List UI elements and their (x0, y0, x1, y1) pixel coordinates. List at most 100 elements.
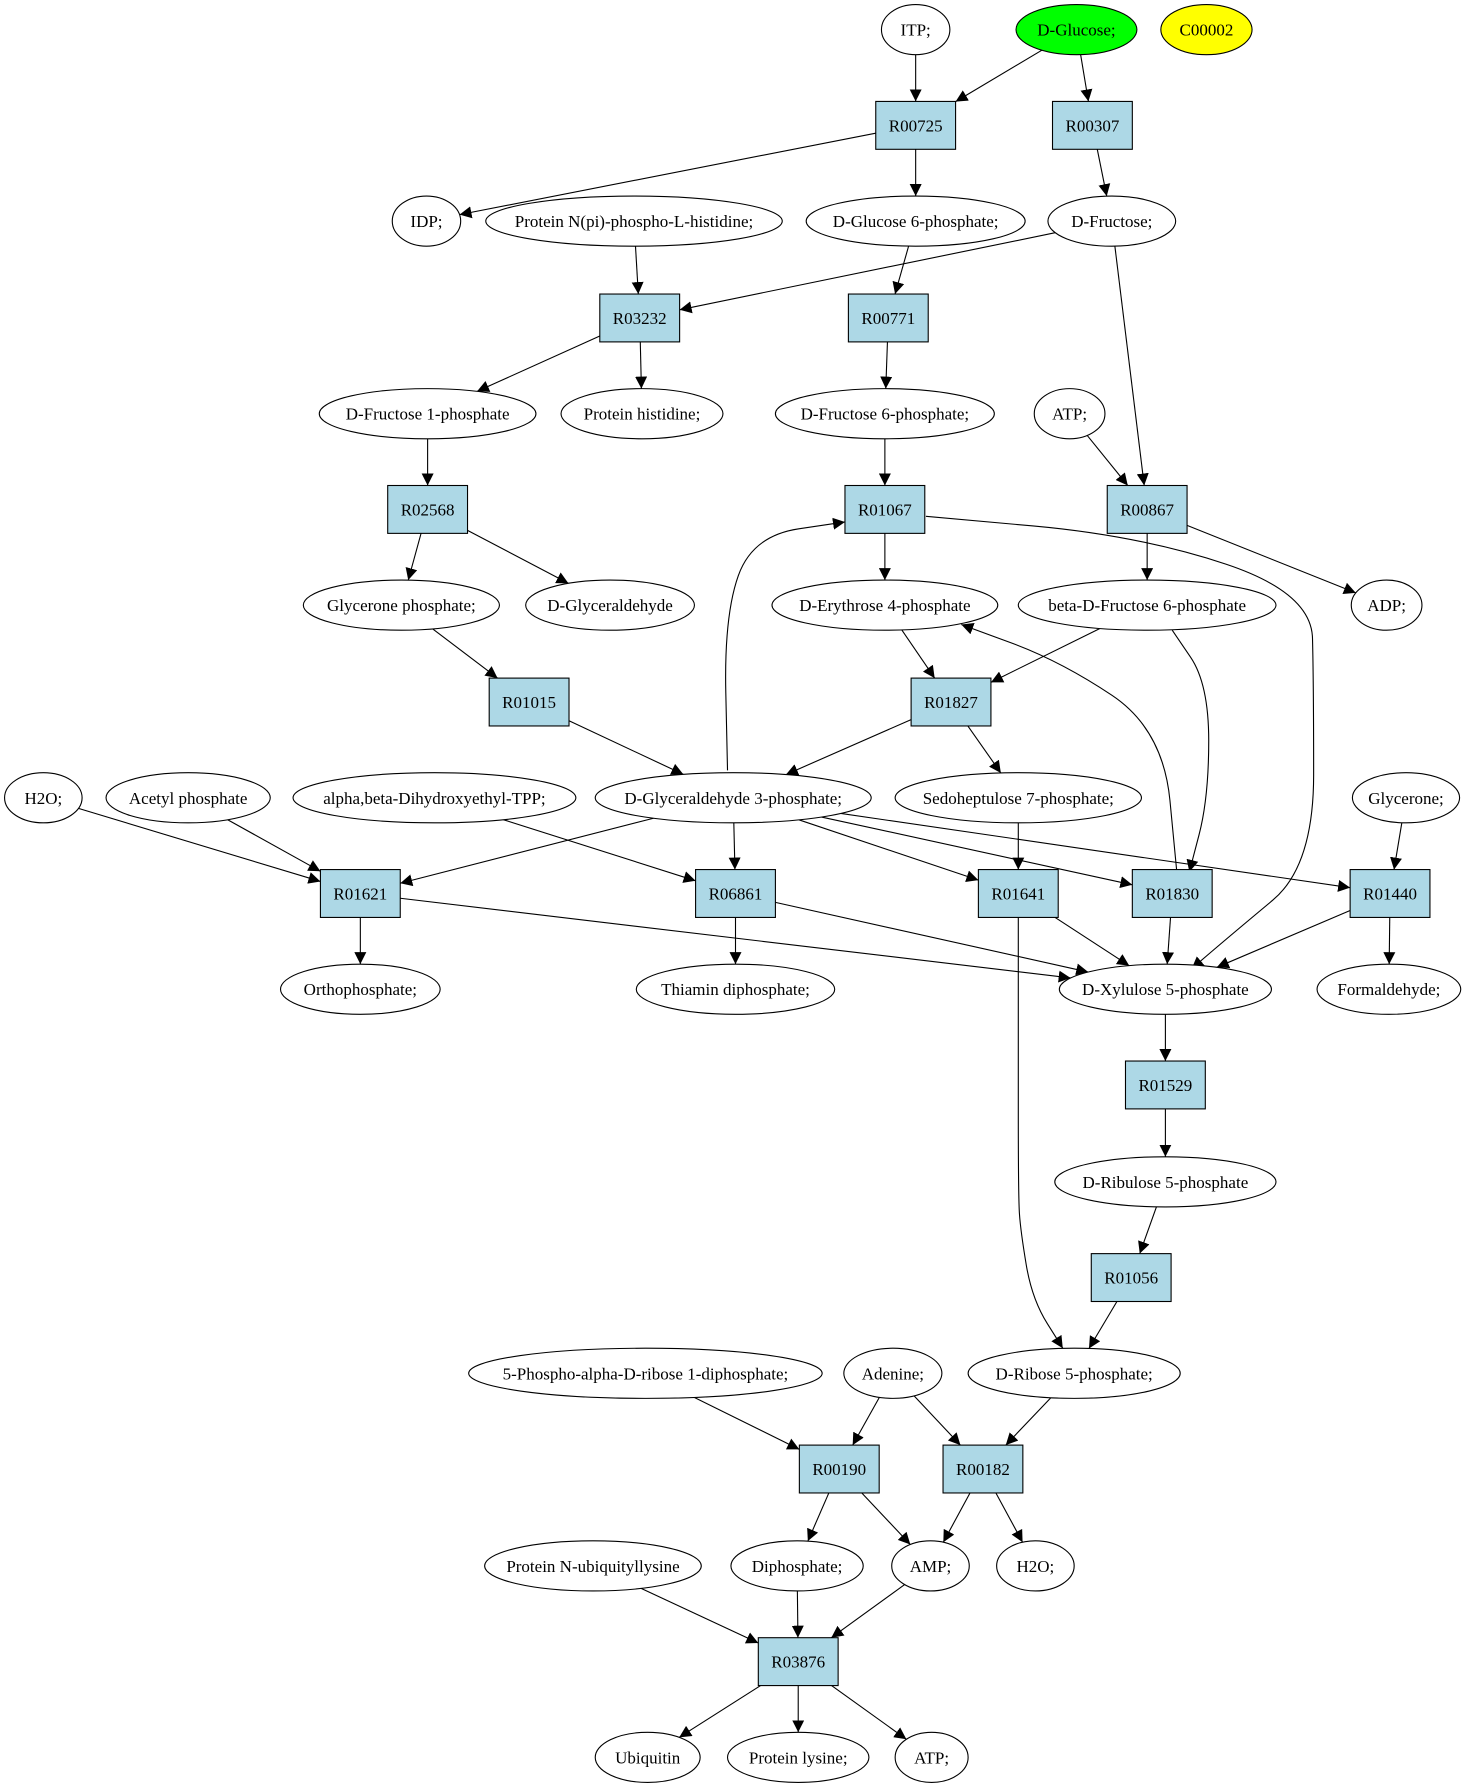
node-label: D-Glucose; (1037, 21, 1115, 40)
compound-node-bdf6p[interactable]: beta-D-Fructose 6-phosphate (1017, 579, 1277, 631)
node-label: Adenine; (862, 1364, 924, 1383)
compound-node-ortho[interactable]: Orthophosphate; (279, 963, 441, 1015)
compound-node-df1p[interactable]: D-Fructose 1-phosphate (318, 388, 537, 440)
reaction-node-r01830[interactable]: R01830 (1131, 869, 1213, 918)
edge-R01830-to-DE4P (961, 623, 1178, 872)
reaction-node-r02568[interactable]: R02568 (387, 484, 469, 534)
compound-ellipse (318, 388, 537, 440)
compound-ellipse (594, 1731, 701, 1783)
compound-node-df6p[interactable]: D-Fructose 6-phosphate; (774, 388, 995, 440)
reaction-node-r00307[interactable]: R00307 (1051, 100, 1133, 150)
node-label: R02568 (401, 500, 455, 519)
compound-node-dglucose[interactable]: D-Glucose; (1015, 4, 1138, 56)
node-label: Formaldehyde; (1337, 980, 1440, 999)
edge-R00867-to-ADP (1186, 524, 1357, 594)
compound-node-adp[interactable]: ADP; (1350, 579, 1423, 631)
reaction-node-r00771[interactable]: R00771 (847, 293, 929, 343)
compound-node-dx5p[interactable]: D-Xylulose 5-phosphate (1058, 963, 1272, 1015)
compound-node-prpp[interactable]: 5-Phospho-alpha-D-ribose 1-diphosphate; (468, 1347, 823, 1399)
compound-node-diphos[interactable]: Diphosphate; (730, 1540, 864, 1592)
compound-node-prothis[interactable]: Protein histidine; (560, 388, 724, 440)
node-label: R03876 (771, 1653, 825, 1672)
node-label: Protein N(pi)-phospho-L-histidine; (515, 212, 753, 231)
compound-node-thdp[interactable]: Thiamin diphosphate; (635, 963, 836, 1015)
edge-R03232-to-DF1P (476, 335, 601, 392)
compound-ellipse (805, 195, 1026, 247)
edge-DFru-to-R00867 (1114, 246, 1149, 486)
reaction-node-r00190[interactable]: R00190 (798, 1444, 880, 1494)
reaction-node-r01056[interactable]: R01056 (1090, 1253, 1172, 1303)
compound-ellipse (560, 388, 724, 440)
edge-R01827-to-DG3P (785, 719, 912, 776)
compound-ellipse (391, 195, 462, 247)
compound-node-h2o1[interactable]: H2O; (4, 772, 83, 824)
compound-node-dr5p[interactable]: D-Ribose 5-phosphate; (967, 1347, 1181, 1399)
reaction-box (319, 869, 401, 918)
compound-node-de4p[interactable]: D-Erythrose 4-phosphate (771, 579, 999, 631)
node-label: D-Ribose 5-phosphate; (996, 1364, 1153, 1383)
node-label: H2O; (24, 789, 62, 808)
compound-node-atp1[interactable]: ATP; (1033, 388, 1106, 440)
node-label: D-Fructose; (1071, 212, 1152, 231)
reaction-box (599, 293, 681, 343)
compound-node-protnubi[interactable]: Protein N-ubiquityllysine (484, 1540, 702, 1592)
compound-node-dfru[interactable]: D-Fructose; (1047, 195, 1177, 247)
compound-node-adhe[interactable]: alpha,beta-Dihydroxyethyl-TPP; (292, 772, 577, 824)
compound-node-atp2[interactable]: ATP; (894, 1731, 969, 1783)
reaction-node-r01440[interactable]: R01440 (1349, 869, 1431, 918)
reaction-node-r03232[interactable]: R03232 (599, 293, 681, 343)
reaction-node-r00867[interactable]: R00867 (1106, 484, 1188, 534)
edge-DG3P-to-R01641 (798, 819, 979, 882)
edge-bDF6P-to-R01830 (1171, 629, 1210, 872)
compound-node-protlys[interactable]: Protein lysine; (726, 1731, 870, 1783)
edge-R03232-to-ProtHis (635, 341, 648, 389)
compound-ellipse (1054, 1156, 1277, 1208)
compound-node-dg6p[interactable]: D-Glucose 6-phosphate; (805, 195, 1026, 247)
edge-R03876-to-ATP2 (831, 1685, 907, 1740)
reaction-node-r00725[interactable]: R00725 (875, 100, 957, 150)
reaction-node-r01067[interactable]: R01067 (844, 484, 926, 534)
reaction-box (844, 484, 926, 534)
compound-node-glyp[interactable]: Glycerone phosphate; (302, 579, 501, 631)
compound-node-itp[interactable]: ITP; (880, 4, 951, 56)
compound-node-acp[interactable]: Acetyl phosphate (105, 772, 271, 824)
edge-Adenine-to-R00182 (913, 1395, 961, 1446)
compound-node-c00002[interactable]: C00002 (1160, 4, 1253, 56)
edge-Glycerone-to-R01440 (1390, 822, 1403, 870)
compound-node-h2o2[interactable]: H2O; (996, 1540, 1075, 1592)
compound-node-adenine[interactable]: Adenine; (843, 1347, 943, 1399)
compound-node-formal[interactable]: Formaldehyde; (1316, 963, 1462, 1015)
compound-node-amp[interactable]: AMP; (891, 1540, 970, 1592)
node-label: R01015 (502, 693, 556, 712)
compound-node-protnpi[interactable]: Protein N(pi)-phospho-L-histidine; (485, 195, 783, 247)
edge-R02568-to-GlyP (405, 533, 422, 581)
node-label: R01641 (991, 885, 1045, 904)
node-label: R01056 (1104, 1269, 1158, 1288)
reaction-node-r01641[interactable]: R01641 (977, 869, 1059, 918)
reaction-node-r01621[interactable]: R01621 (319, 869, 401, 918)
compound-node-glycerone[interactable]: Glycerone; (1351, 772, 1461, 824)
reaction-box (1051, 100, 1133, 150)
reaction-node-r00182[interactable]: R00182 (942, 1444, 1024, 1494)
edge-R06861-to-DX5P (775, 901, 1089, 976)
reaction-box (1106, 484, 1188, 534)
compound-node-dg3p[interactable]: D-Glyceraldehyde 3-phosphate; (594, 772, 872, 824)
reaction-box (1349, 869, 1431, 918)
compound-node-dru5p[interactable]: D-Ribulose 5-phosphate (1054, 1156, 1277, 1208)
reaction-node-r03876[interactable]: R03876 (757, 1637, 839, 1687)
compound-node-ubiq[interactable]: Ubiquitin (594, 1731, 701, 1783)
compound-ellipse (485, 195, 783, 247)
edge-R00725-to-IDP (459, 132, 876, 219)
reaction-node-r01015[interactable]: R01015 (488, 677, 570, 727)
edge-Diphos-to-R03876 (791, 1590, 804, 1638)
node-label: R01529 (1138, 1076, 1192, 1095)
compound-node-idp[interactable]: IDP; (391, 195, 462, 247)
edge-DR5P-to-R00182 (1005, 1397, 1052, 1446)
reaction-node-r01529[interactable]: R01529 (1124, 1060, 1206, 1110)
reaction-node-r06861[interactable]: R06861 (695, 869, 776, 918)
compound-node-dglyald[interactable]: D-Glyceraldehyde (525, 579, 695, 631)
edge-layer (78, 49, 1403, 1740)
reaction-node-r01827[interactable]: R01827 (910, 677, 992, 727)
compound-ellipse (1350, 579, 1423, 631)
compound-node-s7p[interactable]: Sedoheptulose 7-phosphate; (894, 772, 1143, 824)
